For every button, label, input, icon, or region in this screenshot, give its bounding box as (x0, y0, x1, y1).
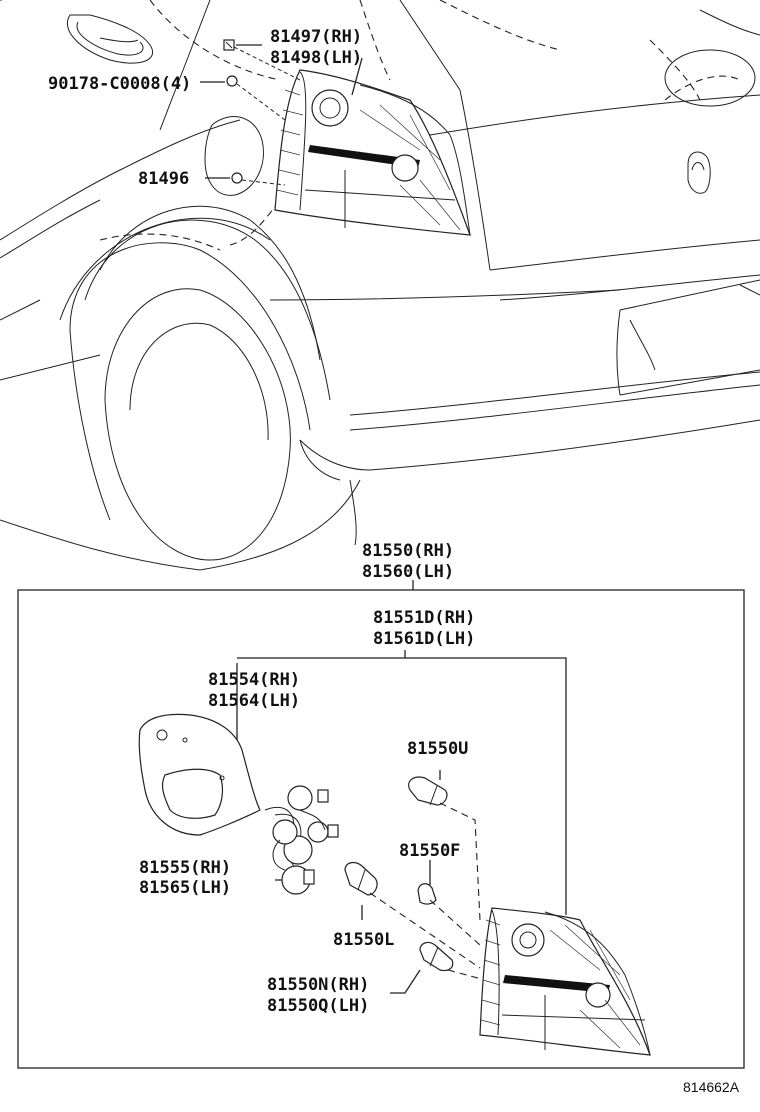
bulb-81550F (417, 883, 481, 946)
label-81561D: 81561D(LH) (373, 629, 475, 649)
label-81550F: 81550F (399, 841, 460, 861)
tail-lamp-installed (274, 69, 471, 236)
label-81550Q: 81550Q(LH) (267, 996, 369, 1016)
bulb-81550L (344, 861, 481, 969)
part-labels: 81497(RH) 81498(LH) 90178-C0008(4) 81496… (48, 27, 740, 1095)
label-81498: 81498(LH) (270, 48, 362, 68)
socket-wire-81555 (264, 785, 339, 895)
car-body-illustration (0, 0, 760, 571)
nut-90178 (226, 75, 238, 87)
label-81550U: 81550U (407, 739, 468, 759)
label-81550: 81550(RH) (362, 541, 454, 561)
small-fasteners (223, 39, 301, 186)
assembly-box (17, 589, 745, 1069)
diagram-code: 814662A (683, 1079, 740, 1095)
label-81551D: 81551D(RH) (373, 608, 475, 628)
bulb-81550N (419, 941, 486, 981)
label-81496: 81496 (138, 169, 189, 189)
tail-lamp-81551D (479, 907, 651, 1056)
gasket-81554 (138, 713, 261, 836)
label-90178: 90178-C0008(4) (48, 74, 191, 94)
label-81555: 81555(RH) (139, 858, 231, 878)
label-81565: 81565(LH) (139, 878, 231, 898)
label-81550L: 81550L (333, 930, 394, 950)
label-81550N: 81550N(RH) (267, 975, 369, 995)
bulb-81550U (408, 776, 481, 921)
label-81554: 81554(RH) (208, 670, 300, 690)
screw-81496 (231, 172, 243, 184)
upper-leaders (200, 44, 363, 179)
label-81564: 81564(LH) (208, 691, 300, 711)
label-81497: 81497(RH) (270, 27, 362, 47)
label-81560: 81560(LH) (362, 562, 454, 582)
